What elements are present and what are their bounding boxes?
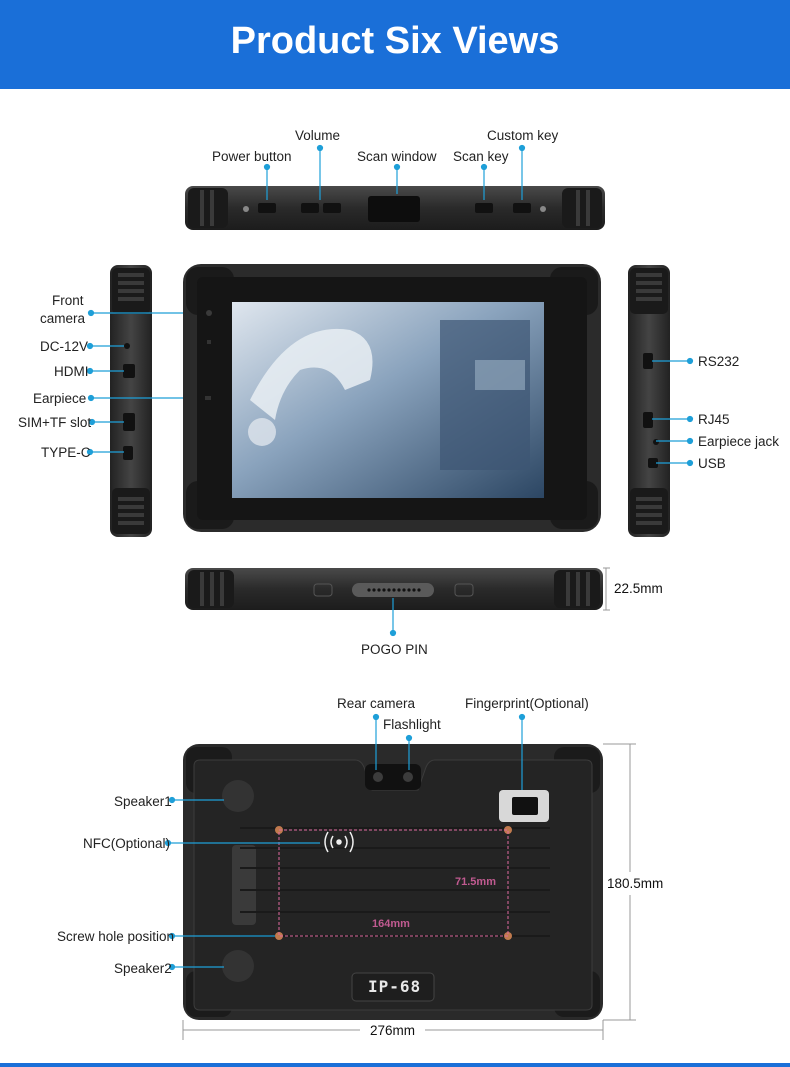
earpiece-label: Earpiece [33,391,87,406]
front-view-device [183,264,601,532]
inner-width-label: 164mm [372,918,410,930]
scan-window-label: Scan window [357,149,437,164]
right-side-callouts [652,357,694,467]
pogo-callout [389,598,397,637]
earpiece-jack-label: Earpiece jack [698,434,780,449]
pogo-pin-dots [367,588,421,592]
usb-label: USB [698,456,726,471]
top-view-device [185,186,605,230]
left-side-device [110,265,152,537]
front-camera-label-line1: Front [52,293,84,308]
scan-key-label: Scan key [453,149,509,164]
height-dimension-label: 180.5mm [607,876,664,891]
thickness-dimension [603,567,610,611]
custom-key-label: Custom key [487,128,559,143]
inner-dimension-box [278,829,509,937]
speaker1-label: Speaker1 [114,794,172,809]
thickness-dimension-label: 22.5mm [614,581,663,596]
top-view-callouts [263,144,526,200]
left-side-callouts [86,309,210,456]
right-side-device [628,265,670,537]
width-dimension-label: 276mm [370,1023,416,1038]
inner-height-label: 71.5mm [455,876,496,888]
hdmi-label: HDMI [54,364,89,379]
back-callouts [164,713,526,971]
page-title: Product Six Views [230,20,560,62]
header-banner: Product Six Views [0,0,790,89]
screw-hole-label: Screw hole position [57,929,175,944]
bottom-accent-line [0,1063,790,1067]
fingerprint-label: Fingerprint(Optional) [465,696,589,711]
flashlight-label: Flashlight [383,717,441,732]
ip68-logo: IP-68 [368,977,422,996]
power-button-label: Power button [212,149,292,164]
rear-camera-label: Rear camera [337,696,416,711]
dc-label: DC-12V [40,339,89,354]
volume-label: Volume [295,128,341,143]
back-view-device [183,744,603,1020]
rj45-label: RJ45 [698,412,730,427]
front-camera-label-line2: camera [40,311,86,326]
nfc-icon [324,831,354,853]
back-dimensions [182,743,636,1040]
pogo-pin-label: POGO PIN [361,642,428,657]
sim-tf-label: SIM+TF slot [18,415,92,430]
rs232-label: RS232 [698,354,740,369]
speaker2-label: Speaker2 [114,961,172,976]
type-c-label: TYPE-C [41,445,91,460]
nfc-label: NFC(Optional) [83,836,171,851]
